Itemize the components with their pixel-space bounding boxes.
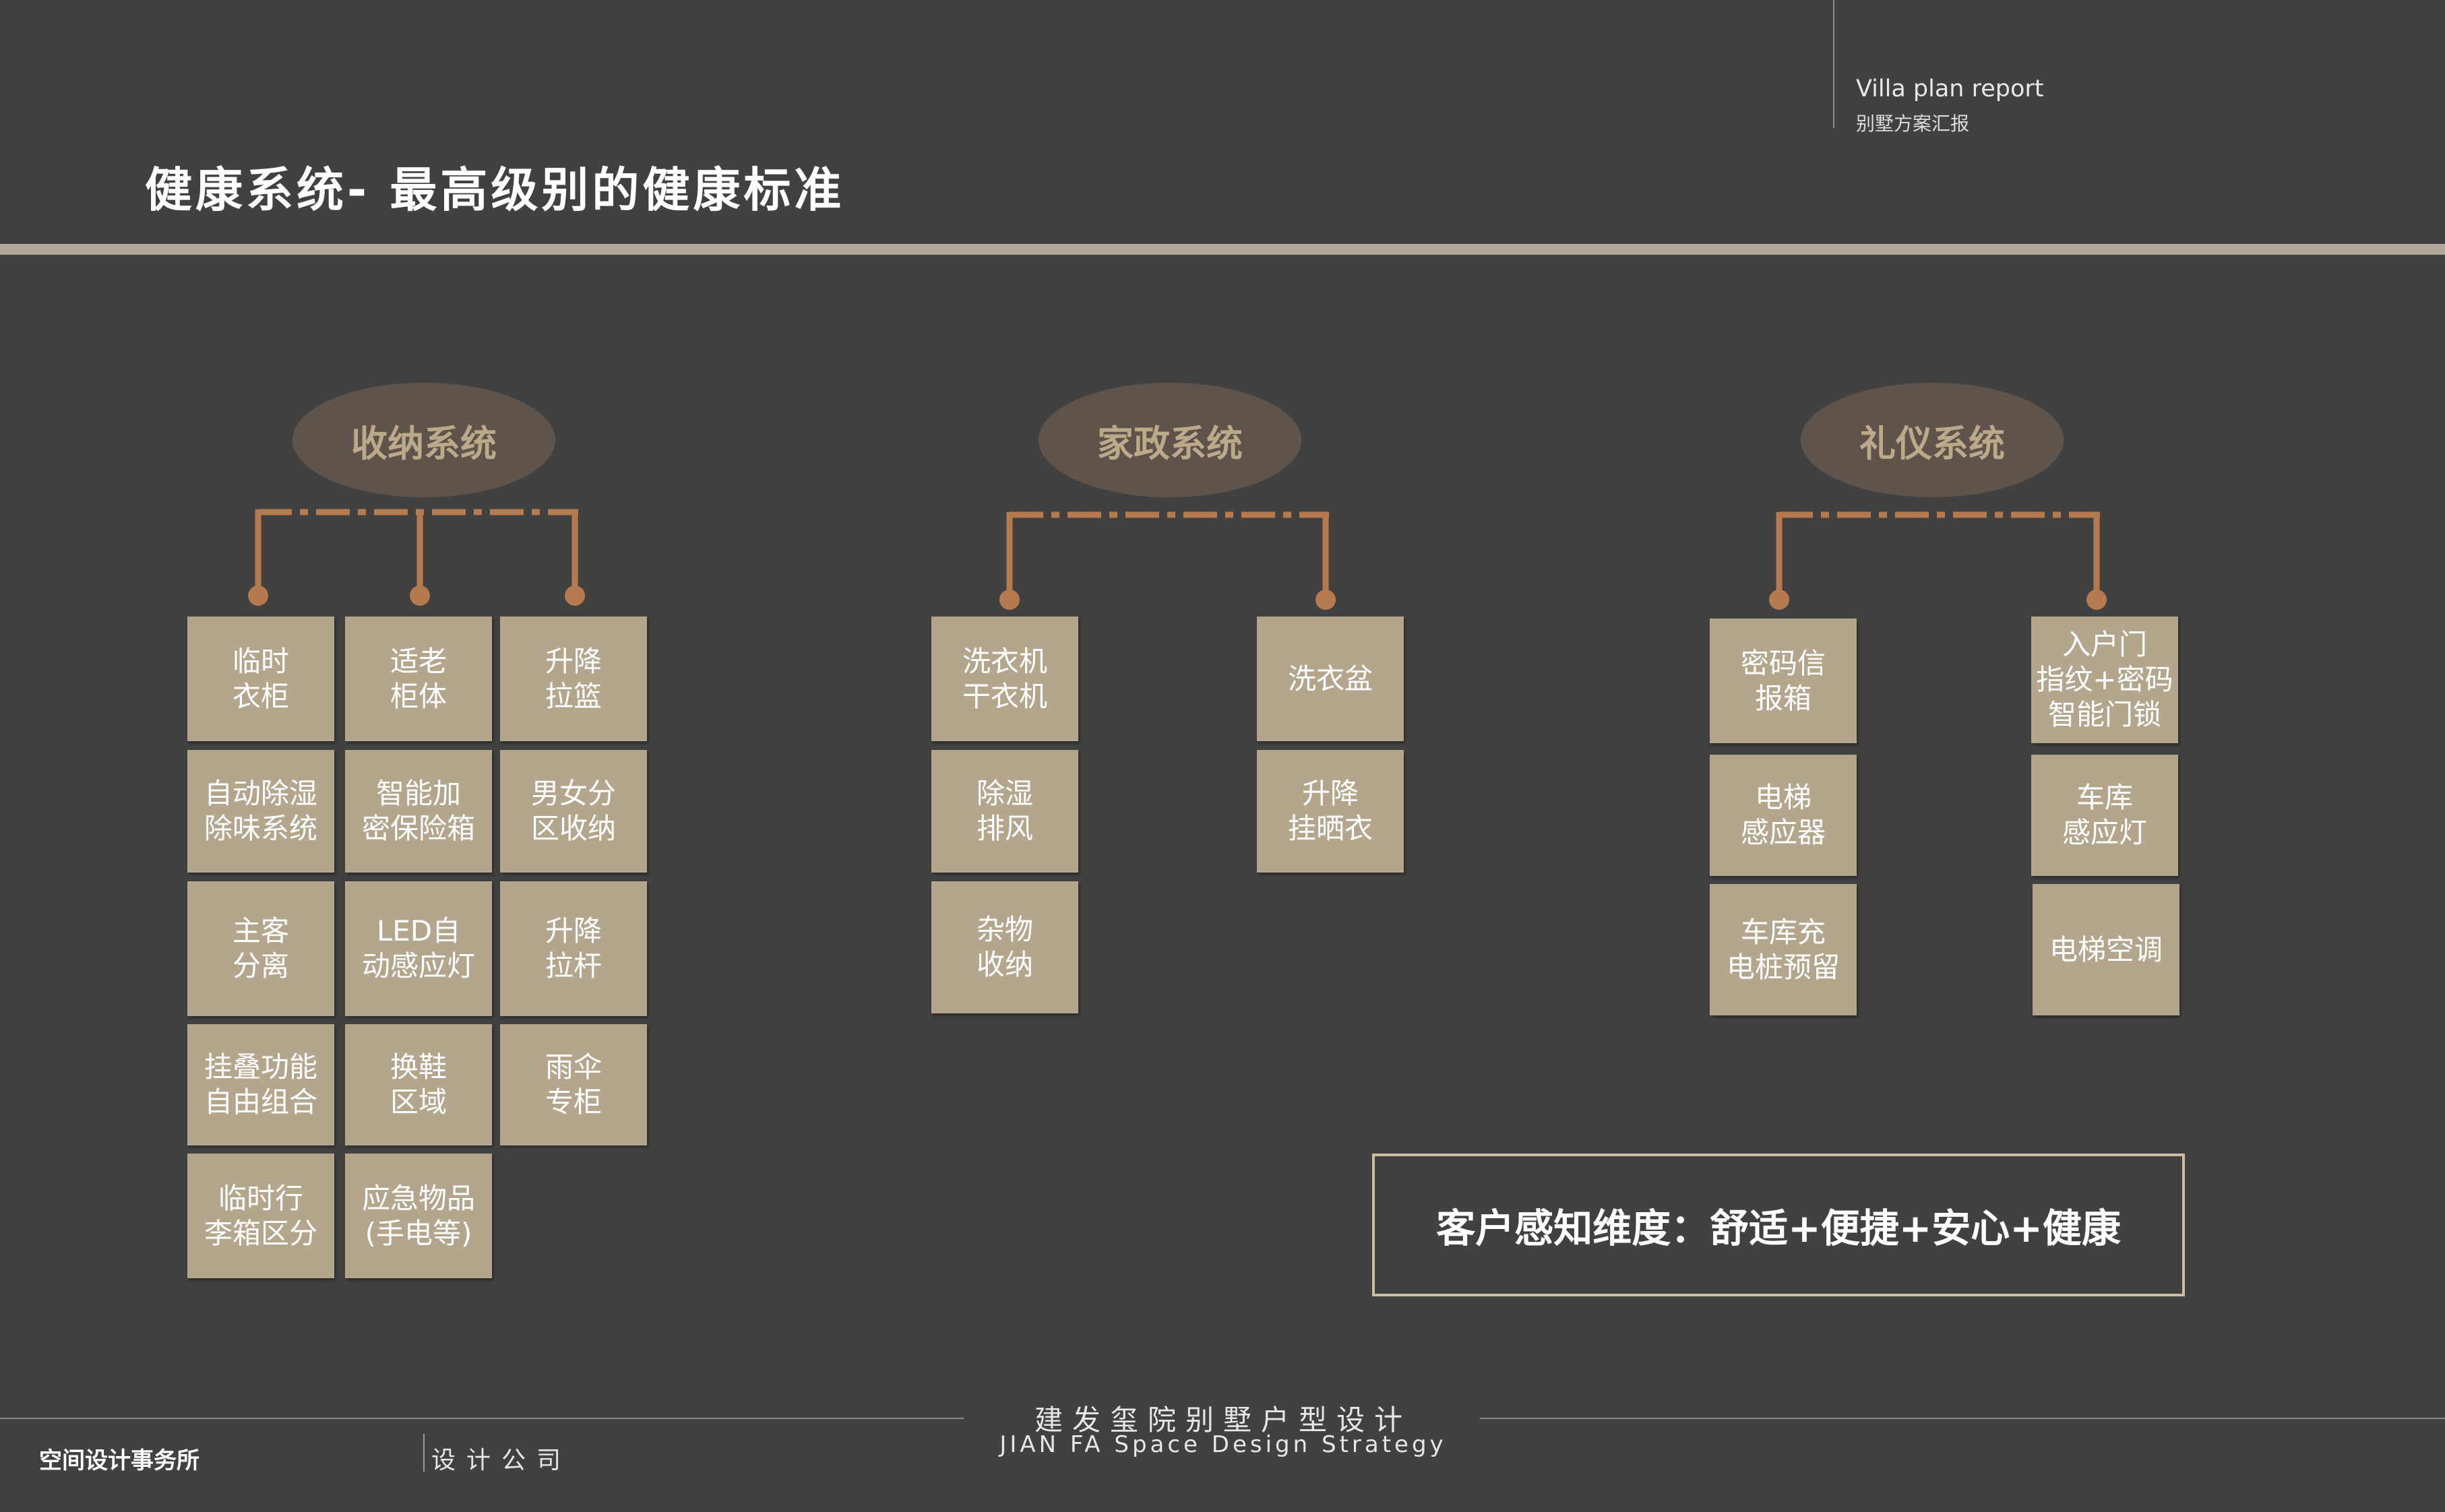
etiquette-item: 车库 感应灯 xyxy=(2031,755,2178,876)
storage-connector xyxy=(255,509,578,593)
etiquette-item: 电梯空调 xyxy=(2033,884,2179,1015)
report-title-cn: 别墅方案汇报 xyxy=(1856,113,1970,135)
storage-item: 挂叠功能 自由组合 xyxy=(187,1024,334,1145)
storage-item: 临时行 李箱区分 xyxy=(187,1154,334,1278)
company-label: 设计公司 xyxy=(431,1447,572,1474)
report-title-en: Villa plan report xyxy=(1856,75,2044,102)
storage-item: LED自 动感应灯 xyxy=(345,881,492,1016)
housekeeping-item: 洗衣盆 xyxy=(1257,617,1404,741)
system-storage-heading: 收纳系统 xyxy=(292,383,555,497)
storage-item: 男女分 区收纳 xyxy=(500,750,647,873)
etiquette-item: 密码信 报箱 xyxy=(1710,619,1857,743)
housekeeping-item: 洗衣机 干衣机 xyxy=(931,617,1078,741)
title-rule xyxy=(0,244,2445,255)
footer-project-en: JIAN FA Space Design Strategy xyxy=(999,1431,1447,1458)
housekeeping-connector xyxy=(1006,511,1329,596)
page-title: 健康系统- 最高级别的健康标准 xyxy=(145,162,845,218)
customer-perception-box: 客户感知维度：舒适+便捷+安心+健康 xyxy=(1372,1154,2185,1296)
etiquette-connector xyxy=(1776,511,2100,596)
housekeeping-item: 除湿 排风 xyxy=(931,750,1078,873)
storage-item: 临时 衣柜 xyxy=(187,617,334,741)
storage-item: 适老 柜体 xyxy=(345,617,492,741)
storage-item: 应急物品 (手电等) xyxy=(345,1154,492,1278)
storage-item: 升降 拉篮 xyxy=(500,617,647,741)
system-housekeeping-heading: 家政系统 xyxy=(1039,383,1301,497)
etiquette-item: 电梯 感应器 xyxy=(1710,755,1857,876)
storage-item: 自动除湿 除味系统 xyxy=(187,750,334,873)
footer-divider-right xyxy=(1480,1418,2445,1419)
storage-item: 主客 分离 xyxy=(187,881,334,1016)
housekeeping-item: 杂物 收纳 xyxy=(931,881,1078,1013)
storage-item: 换鞋 区域 xyxy=(345,1024,492,1145)
connector-nodes xyxy=(248,586,2107,610)
firm-name: 空间设计事务所 xyxy=(39,1447,199,1474)
header-divider xyxy=(1833,0,1834,128)
etiquette-item: 车库充 电桩预留 xyxy=(1710,884,1857,1015)
storage-item: 智能加 密保险箱 xyxy=(345,750,492,873)
housekeeping-item: 升降 挂晒衣 xyxy=(1257,750,1404,873)
storage-item: 雨伞 专柜 xyxy=(500,1024,647,1145)
footer-project-cn: 建发玺院别墅户型设计 xyxy=(1034,1404,1412,1437)
customer-perception-text: 客户感知维度：舒适+便捷+安心+健康 xyxy=(1436,1205,2121,1251)
etiquette-item: 入户门 指纹+密码 智能门锁 xyxy=(2031,617,2178,743)
footer-divider-left xyxy=(0,1418,964,1419)
storage-item: 升降 拉杆 xyxy=(500,881,647,1016)
system-etiquette-heading: 礼仪系统 xyxy=(1801,383,2064,497)
footer-separator xyxy=(423,1434,425,1472)
